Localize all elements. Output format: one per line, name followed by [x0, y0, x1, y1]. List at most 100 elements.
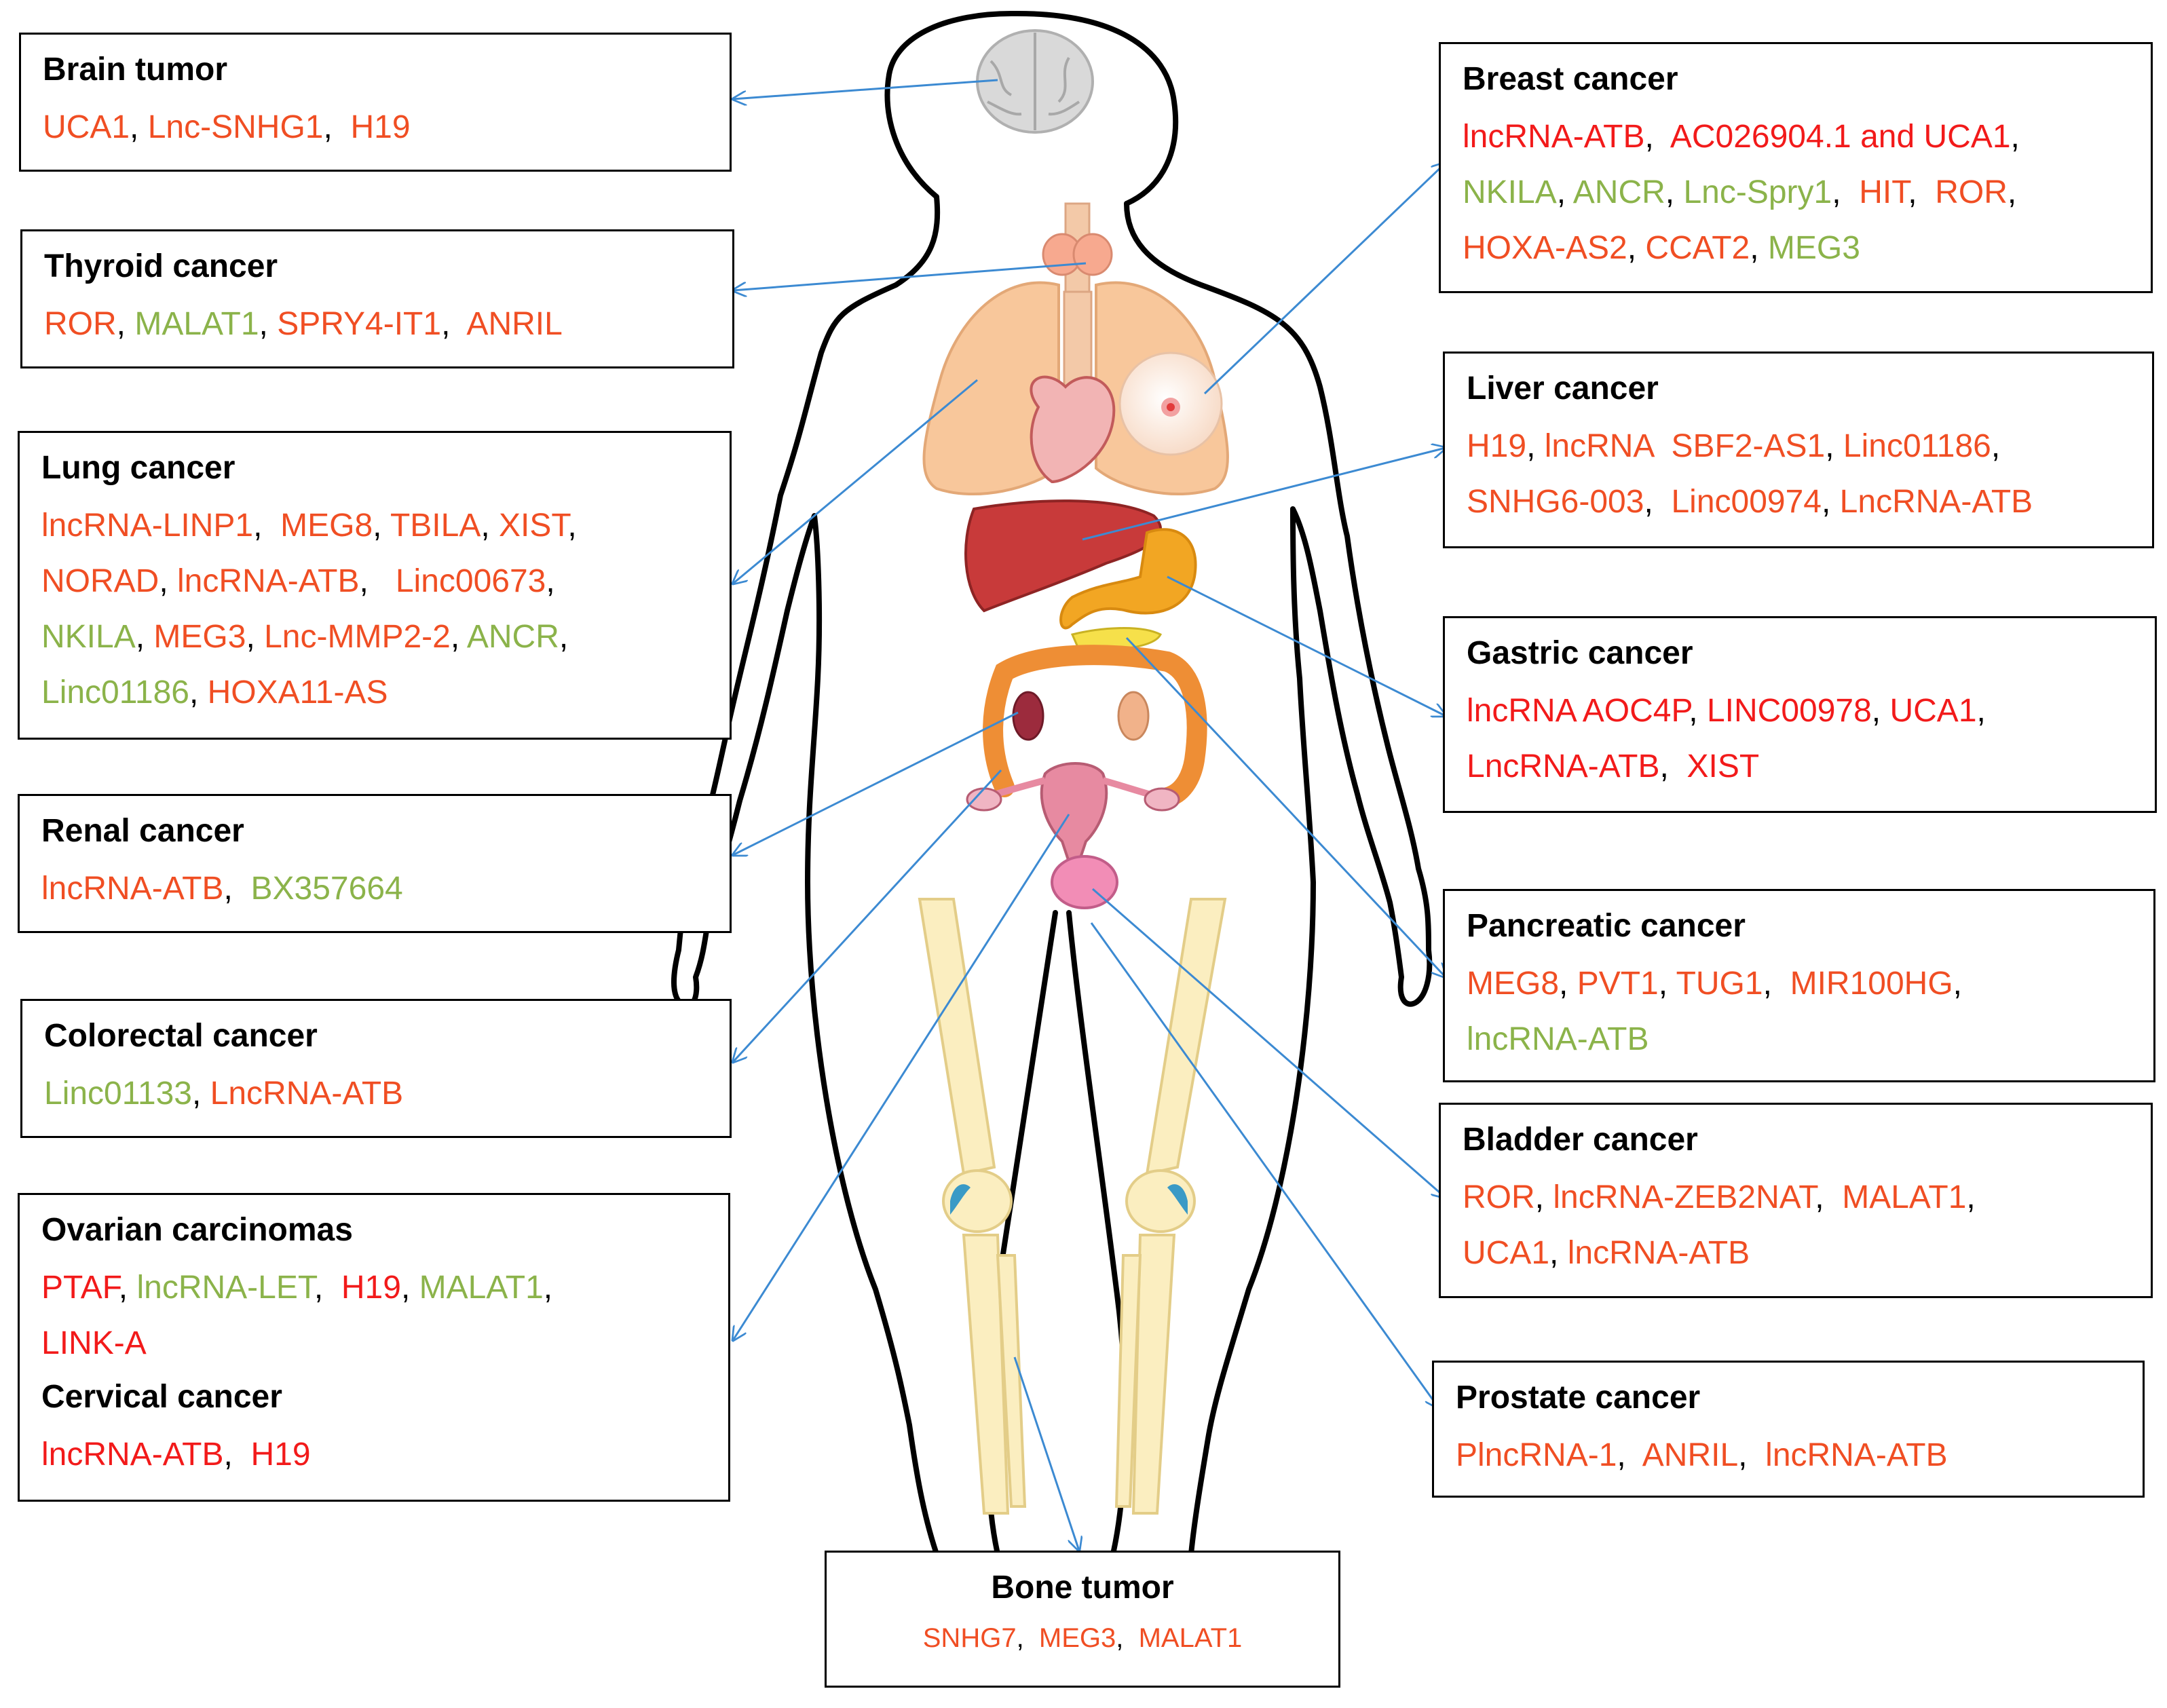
- separator: ,: [323, 109, 351, 145]
- lncrna-name: ANRIL: [466, 306, 563, 342]
- right-side-outline: [1124, 201, 1433, 1557]
- lncrna-name: TUG1: [1676, 966, 1763, 1002]
- lncrna-name: ROR: [44, 306, 117, 342]
- lncrna-name: ROR: [1463, 1179, 1535, 1215]
- separator: ,: [314, 1270, 341, 1306]
- lncrna-name: Lnc-SNHG1: [147, 109, 324, 145]
- lncrna-line: PlncRNA-1, ANRIL, lncRNA-ATB: [1456, 1428, 2121, 1483]
- lncrna-name: lncRNA-ZEB2NAT: [1553, 1179, 1815, 1215]
- lncrna-line: LncRNA-ATB, XIST: [1467, 739, 2133, 795]
- lncrna-name: Lnc-Spry1: [1683, 174, 1832, 210]
- lncrna-line: lncRNA AOC4P, LINC00978, UCA1,: [1467, 683, 2133, 739]
- separator: ,: [135, 619, 154, 655]
- lncrna-name: XIST: [1687, 748, 1760, 784]
- lncrna-name: SNHG6-003: [1467, 484, 1644, 520]
- liver-organ: [964, 499, 1163, 613]
- separator: ,: [253, 508, 281, 544]
- separator: ,: [1966, 1179, 1976, 1215]
- cancer-title-ovarian: Ovarian carcinomas: [41, 1212, 353, 1248]
- lncrna-name: MIR100HG: [1790, 966, 1953, 1002]
- lncrna-name: AC026904.1 and UCA1: [1670, 119, 2011, 155]
- separator: ,: [400, 1270, 419, 1306]
- separator: ,: [1689, 693, 1707, 729]
- cancer-title-bone: Bone tumor: [991, 1570, 1174, 1606]
- lncrna-line: UCA1, Lnc-SNHG1, H19: [43, 100, 708, 155]
- separator: ,: [1822, 484, 1840, 520]
- lncrna-line: NKILA, MEG3, Lnc-MMP2-2, ANCR,: [41, 609, 708, 665]
- lncrna-name: HIT: [1859, 174, 1908, 210]
- lncrna-name: lncRNA-ATB: [41, 1437, 224, 1473]
- bladder-organ: [1051, 855, 1118, 909]
- arrow-gastric: [1167, 575, 1446, 716]
- lncrna-name: MEG3: [153, 619, 246, 655]
- lncrna-name: XIST: [499, 508, 568, 544]
- separator: ,: [1908, 174, 1936, 210]
- lncrna-name: Lnc-MMP2-2: [264, 619, 451, 655]
- separator: ,: [189, 675, 208, 710]
- cancer-title-lung: Lung cancer: [41, 450, 235, 486]
- lncrna-name: BX357664: [250, 871, 403, 907]
- arrow-thyroid: [733, 262, 1087, 290]
- lncrna-name: MEG8: [1467, 966, 1560, 1002]
- leg-bones: [918, 898, 1227, 1515]
- lncrna-line: lncRNA-ATB: [1467, 1012, 2132, 1067]
- separator: ,: [1991, 428, 2001, 464]
- lncrna-line: Linc01186, HOXA11-AS: [41, 665, 708, 721]
- separator: ,: [1559, 966, 1577, 1002]
- separator: ,: [1658, 966, 1676, 1002]
- lncrna-line: ROR, MALAT1, SPRY4-IT1, ANRIL: [44, 297, 711, 352]
- lncrna-name: TBILA: [390, 508, 481, 544]
- separator: ,: [480, 508, 500, 544]
- lncrna-line: SNHG6-003, Linc00974, LncRNA-ATB: [1467, 474, 2130, 530]
- lncrna-name: H19: [1467, 428, 1527, 464]
- lncrna-line: HOXA-AS2, CCAT2, MEG3: [1463, 221, 2129, 276]
- separator: ,: [1556, 174, 1573, 210]
- lncrna-line: NKILA, ANCR, Lnc-Spry1, HIT, ROR,: [1463, 165, 2129, 221]
- lncrna-name: lncRNA-ATB: [1467, 1021, 1649, 1057]
- separator: ,: [1549, 1235, 1568, 1271]
- arrow-pancreatic: [1125, 637, 1446, 977]
- separator: ,: [373, 508, 390, 544]
- cancer-title-cervical: Cervical cancer: [41, 1379, 282, 1415]
- lncrna-name: PTAF: [41, 1270, 119, 1306]
- separator: ,: [567, 508, 577, 544]
- lncrna-name: Linc01186: [41, 675, 189, 710]
- lncrna-name: MEG3: [1038, 1623, 1116, 1653]
- separator: ,: [1644, 484, 1672, 520]
- lncrna-name: lncRNA-ATB: [177, 563, 360, 599]
- lncrna-name: LINK-A: [41, 1325, 147, 1361]
- lncrna-name: ROR: [1935, 174, 2008, 210]
- lncrna-name: lncRNA-ATB: [1463, 119, 1645, 155]
- lncrna-name: lncRNA-ATB: [41, 871, 224, 907]
- lncrna-line: ROR, lncRNA-ZEB2NAT, MALAT1,: [1463, 1170, 2129, 1226]
- separator: ,: [159, 563, 178, 599]
- lncrna-line: SNHG7, MEG3, MALAT1: [848, 1618, 1317, 1658]
- separator: ,: [1815, 1179, 1843, 1215]
- separator: ,: [1953, 966, 1963, 1002]
- separator: ,: [130, 109, 148, 145]
- lncrna-name: lncRNA SBF2-AS1: [1544, 428, 1826, 464]
- separator: ,: [1526, 428, 1545, 464]
- lncrna-name: LncRNA-ATB: [210, 1076, 404, 1112]
- lncrna-line: lncRNA-ATB, AC026904.1 and UCA1,: [1463, 109, 2129, 165]
- lncrna-name: ANRIL: [1642, 1437, 1739, 1473]
- separator: ,: [1116, 1623, 1139, 1653]
- lncrna-line: lncRNA-ATB, H19: [41, 1427, 706, 1483]
- arrow-colorectal: [733, 769, 1002, 1062]
- lncrna-line: NORAD, lncRNA-ATB, Linc00673,: [41, 554, 708, 609]
- separator: ,: [1750, 230, 1768, 266]
- separator: ,: [223, 871, 251, 907]
- separator: ,: [441, 306, 467, 342]
- cancer-title-pancreatic: Pancreatic cancer: [1467, 908, 1746, 944]
- separator: ,: [259, 306, 278, 342]
- separator: ,: [1976, 693, 1986, 729]
- connector-arrows: [733, 79, 1446, 1551]
- cancer-title-prostate: Prostate cancer: [1456, 1380, 1701, 1416]
- separator: ,: [1825, 428, 1843, 464]
- lncrna-name: UCA1: [1463, 1235, 1550, 1271]
- arrow-bone: [1013, 1356, 1079, 1551]
